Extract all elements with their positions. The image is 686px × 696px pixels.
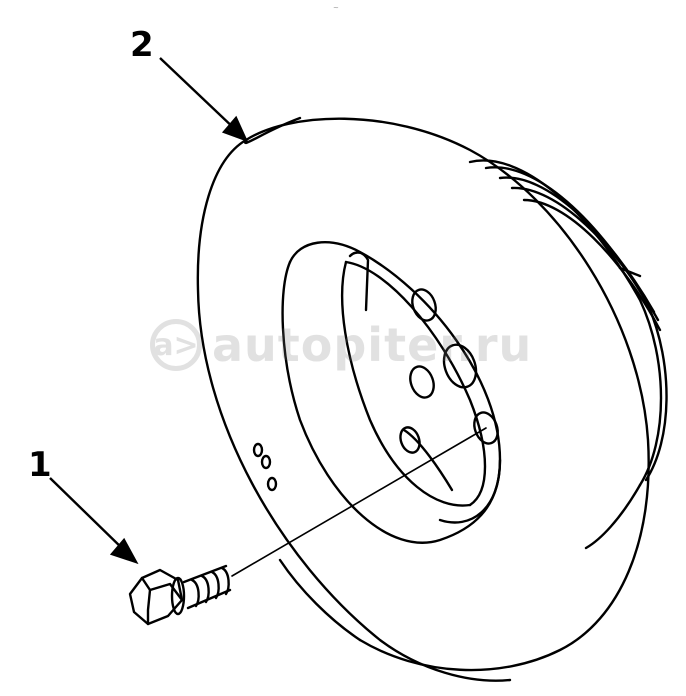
callout-1: 1 (28, 445, 52, 485)
leader-arrows (49, 57, 249, 565)
assembly-axis-line (231, 427, 487, 577)
pulley-grooves (468, 159, 668, 550)
top-mark: ~ (333, 4, 339, 12)
timing-marks (252, 442, 278, 492)
crank-bolt (128, 564, 232, 626)
pulley-hub (281, 241, 502, 544)
hub-bolt-holes (399, 288, 499, 454)
callout-2: 2 (130, 25, 154, 65)
pulley-outer-rim (196, 116, 650, 682)
